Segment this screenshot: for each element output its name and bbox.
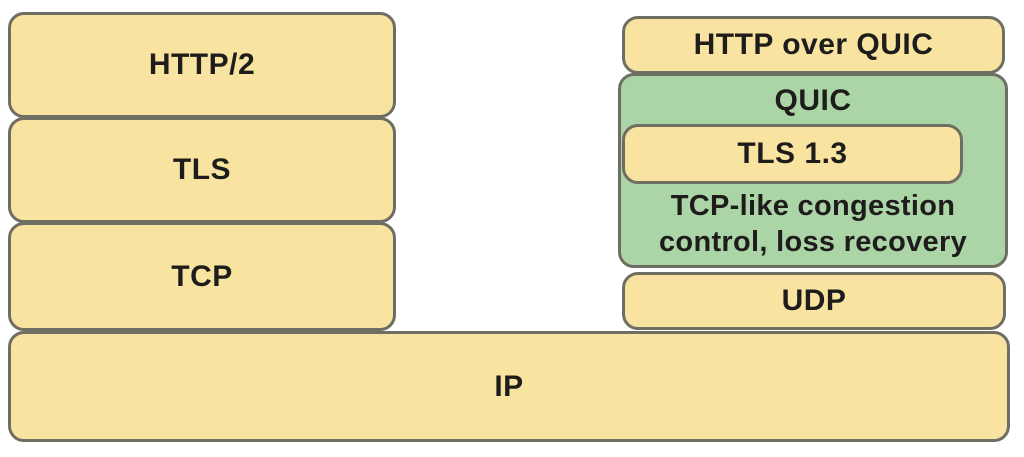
layer-box-quic: QUIC TLS 1.3 TCP-like congestion control… [618,73,1008,268]
layer-label-tls13: TLS 1.3 [737,137,848,170]
layer-label-tcp: TCP [171,259,233,293]
layer-box-udp: UDP [622,272,1006,330]
layer-label-http2: HTTP/2 [148,48,256,81]
layer-label-udp: UDP [781,284,847,317]
layer-label-quic: QUIC [774,84,852,117]
layer-box-tcp: TCP [8,222,396,331]
layer-label-tls: TLS [172,153,232,186]
layer-box-http2: HTTP/2 [8,12,396,118]
layer-box-http-over-quic: HTTP over QUIC [622,16,1005,74]
layer-label-ip: IP [494,369,524,403]
layer-box-tls: TLS [8,117,396,223]
layer-box-tls13: TLS 1.3 [622,124,963,184]
layer-box-ip: IP [8,331,1010,442]
quic-congestion-note: TCP-like congestion control, loss recove… [659,190,967,258]
layer-label-http-over-quic: HTTP over QUIC [693,28,934,61]
